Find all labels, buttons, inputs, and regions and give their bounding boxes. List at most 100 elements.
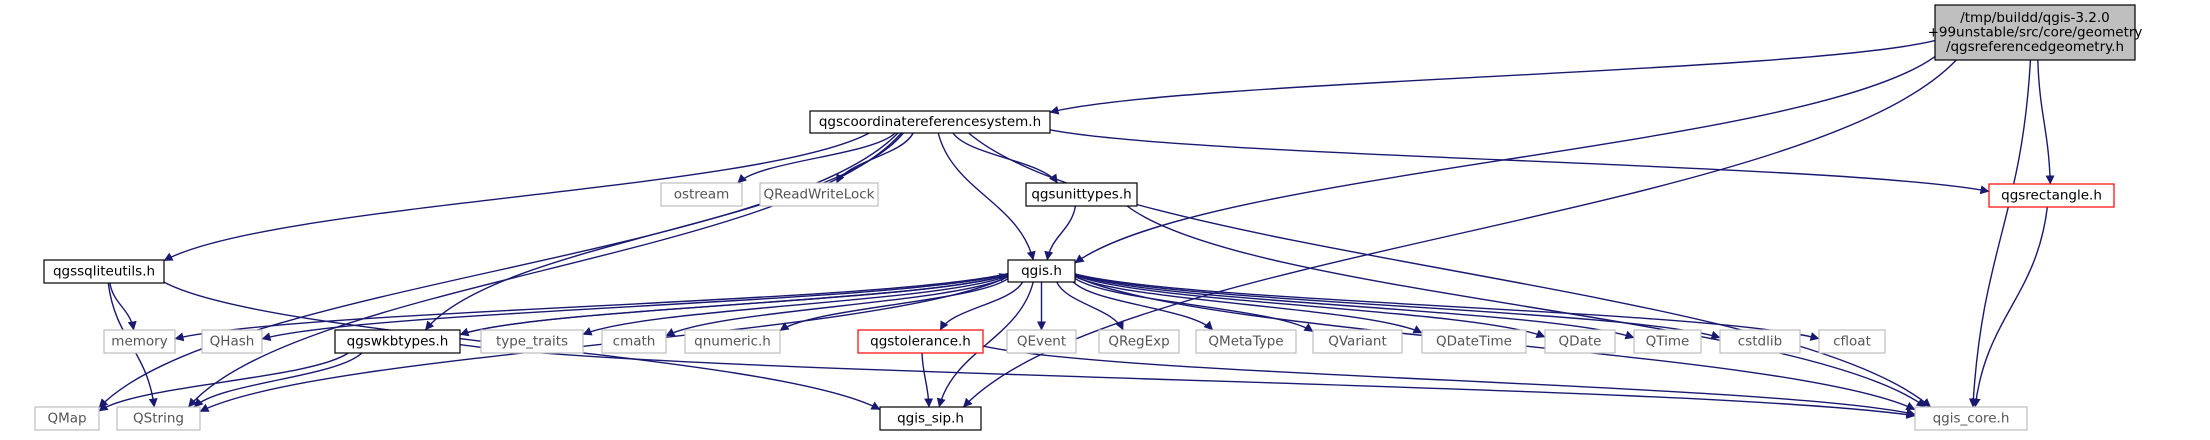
edge-qgis-to-qregexp <box>1056 281 1124 331</box>
node-label: qgscoordinatereferencesystem.h <box>819 114 1041 130</box>
node-cmath[interactable]: cmath <box>601 329 667 354</box>
node-box <box>201 329 263 354</box>
edge-qgis-to-cmath <box>665 276 1009 337</box>
edge-crs-to-qmap <box>98 132 899 408</box>
node-label: qgssqliteutils.h <box>53 264 155 280</box>
dependency-nodes: /tmp/buildd/qgis-3.2.0+99unstable/src/co… <box>34 4 2143 431</box>
edge-qgis-to-memory <box>174 272 1009 342</box>
node-qmap[interactable]: QMap <box>34 406 100 431</box>
node-qstring[interactable]: QString <box>116 406 201 431</box>
edge-qgis-to-qdatetime <box>1074 275 1423 334</box>
node-label: memory <box>111 334 167 350</box>
node-qgis[interactable]: qgis.h <box>1007 259 1076 283</box>
node-box <box>1006 329 1077 354</box>
edge-wkbtypes-to-qstring <box>193 352 363 408</box>
node-qmetatype[interactable]: QMetaType <box>1195 329 1297 354</box>
edge-qgis-to-qdate <box>1074 274 1546 338</box>
node-type_traits[interactable]: type_traits <box>480 329 584 354</box>
edge-qgis-to-tolerance <box>939 281 1024 331</box>
node-qtime[interactable]: QTime <box>1633 329 1702 354</box>
node-box <box>1421 329 1527 354</box>
node-label: QDate <box>1559 334 1602 350</box>
edge-wkbtypes-to-qgis_core <box>459 343 1916 419</box>
node-label: QDateTime <box>1436 334 1512 350</box>
node-label: type_traits <box>496 334 568 350</box>
node-label: qgsrectangle.h <box>2001 188 2102 204</box>
node-label: qgstolerance.h <box>870 334 971 350</box>
node-rect[interactable]: qgsrectangle.h <box>1988 183 2115 208</box>
node-memory[interactable]: memory <box>103 329 176 354</box>
node-box <box>103 329 176 354</box>
node-label: QString <box>133 411 184 427</box>
node-box <box>759 182 879 207</box>
edge-crs-to-wkbtypes <box>424 132 904 331</box>
edge-qgis-to-qgis_sip <box>936 281 1034 408</box>
node-box <box>1914 406 2028 431</box>
node-box <box>1195 329 1297 354</box>
edge-tolerance-to-qgis_sip <box>921 352 934 408</box>
node-label: /tmp/buildd/qgis-3.2.0 <box>1960 10 2110 26</box>
edge-unittypes-to-qgis_core <box>1126 205 1926 408</box>
node-tolerance[interactable]: qgstolerance.h <box>857 329 984 354</box>
node-box <box>1988 183 2115 208</box>
node-box <box>34 406 100 431</box>
node-box <box>879 406 982 431</box>
node-label: QRegExp <box>1108 334 1169 350</box>
node-label: cmath <box>613 334 656 350</box>
node-label: qgswkbtypes.h <box>347 334 449 350</box>
node-crs[interactable]: qgscoordinatereferencesystem.h <box>809 110 1051 134</box>
node-ostream[interactable]: ostream <box>660 182 743 207</box>
node-qdatetime[interactable]: QDateTime <box>1421 329 1527 354</box>
edge-crs-to-sqliteutils <box>163 132 870 262</box>
node-label: qgsunittypes.h <box>1031 187 1131 203</box>
node-wkbtypes[interactable]: qgswkbtypes.h <box>334 329 461 354</box>
node-label: cstdlib <box>1738 334 1782 350</box>
node-box <box>1544 329 1616 354</box>
node-qevent[interactable]: QEvent <box>1006 329 1077 354</box>
edge-crs-to-ostream <box>737 132 896 184</box>
node-label: qnumeric.h <box>694 334 771 350</box>
edge-wkbtypes-to-qgis <box>459 273 1009 336</box>
edge-root-to-crs <box>1049 39 1936 115</box>
edge-unittypes-to-qgis <box>1044 205 1077 261</box>
node-box <box>480 329 584 354</box>
node-qgis_sip[interactable]: qgis_sip.h <box>879 406 982 431</box>
node-qnumeric[interactable]: qnumeric.h <box>684 329 781 354</box>
node-box <box>43 259 165 284</box>
node-qvariant[interactable]: QVariant <box>1312 329 1403 354</box>
node-qgis_core[interactable]: qgis_core.h <box>1914 406 2028 431</box>
node-unittypes[interactable]: qgsunittypes.h <box>1025 182 1138 207</box>
edge-crs-to-rect <box>1049 129 1990 195</box>
node-qreadwritelock[interactable]: QReadWriteLock <box>759 182 879 207</box>
node-label: /qgsreferencedgeometry.h <box>1946 39 2124 55</box>
edge-qgis-to-qvariant <box>1074 277 1314 333</box>
node-qhash[interactable]: QHash <box>201 329 263 354</box>
node-box <box>857 329 984 354</box>
node-cfloat[interactable]: cfloat <box>1818 329 1886 354</box>
node-sqliteutils[interactable]: qgssqliteutils.h <box>43 259 165 284</box>
node-label: QHash <box>210 334 255 350</box>
edge-qgis-to-cfloat <box>1074 273 1820 341</box>
node-root[interactable]: /tmp/buildd/qgis-3.2.0+99unstable/src/co… <box>1928 4 2143 61</box>
node-cstdlib[interactable]: cstdlib <box>1719 329 1801 354</box>
node-qdate[interactable]: QDate <box>1544 329 1616 354</box>
node-box <box>684 329 781 354</box>
edge-qgis-to-qhash <box>261 273 1009 342</box>
node-label: QReadWriteLock <box>764 187 875 203</box>
node-label: ostream <box>674 187 730 203</box>
edge-crs-to-unittypes <box>952 132 1059 184</box>
node-label: qgis_core.h <box>1933 411 2010 427</box>
node-label: cfloat <box>1833 334 1871 350</box>
node-label: qgis_sip.h <box>897 411 964 427</box>
edge-root-to-qgis_core <box>1968 59 2032 408</box>
node-box <box>1934 4 2136 61</box>
edge-qgis-to-qnumeric <box>779 278 1009 332</box>
node-box <box>1633 329 1702 354</box>
edge-crs-to-qgis <box>937 132 1036 261</box>
node-label: QTime <box>1646 334 1690 350</box>
node-box <box>1719 329 1801 354</box>
edge-qgis-to-qtime <box>1074 274 1635 340</box>
dependency-edges <box>98 39 2055 419</box>
node-qregexp[interactable]: QRegExp <box>1098 329 1180 354</box>
